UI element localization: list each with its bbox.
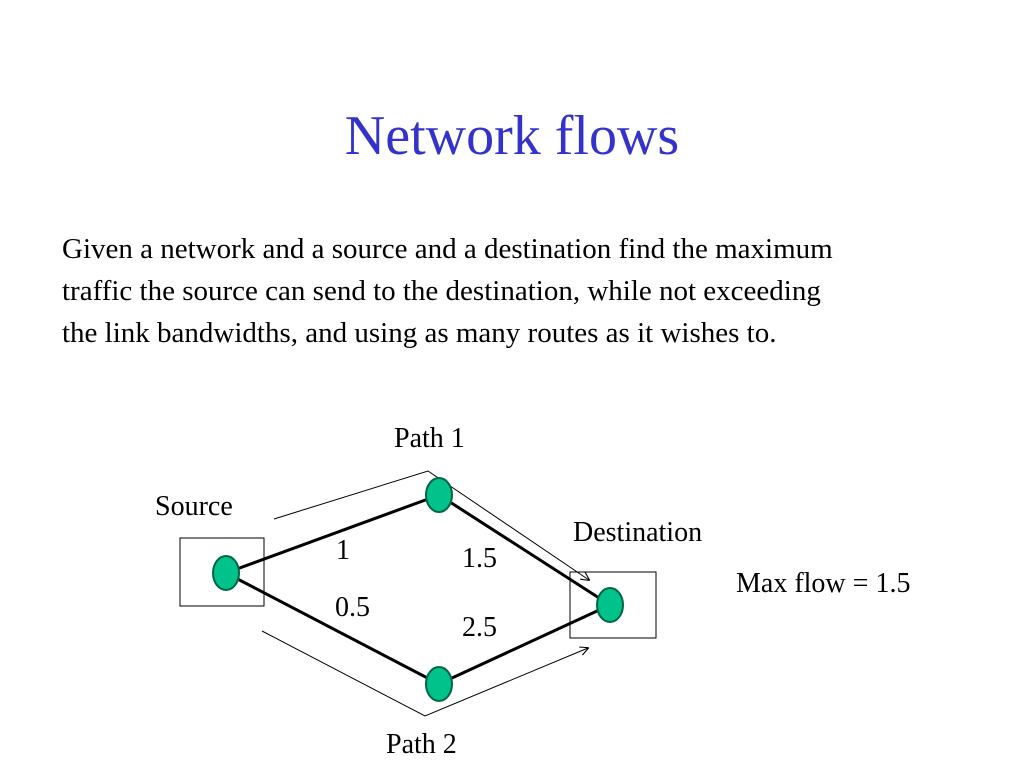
path2-label: Path 2: [386, 729, 457, 760]
path1-node: [425, 477, 453, 513]
path1-arrow: [273, 470, 589, 580]
edge-label-source-top: 1: [336, 535, 350, 566]
path1-label: Path 1: [394, 423, 465, 454]
source-node: [212, 555, 240, 591]
destination-box: [569, 571, 657, 639]
edge-label-source-bottom: 0.5: [335, 592, 370, 623]
edge-label-top-destination: 1.5: [462, 543, 497, 574]
edge-top-destination: [438, 493, 611, 607]
source-box: [179, 537, 265, 607]
edge-source-top: [225, 493, 440, 575]
path2-arrow: [261, 630, 588, 717]
slide-title: Network flows: [344, 105, 680, 167]
source-label: Source: [155, 491, 233, 522]
slide-body: Given a network and a source and a desti…: [62, 228, 1002, 354]
edge-bottom-destination: [438, 603, 611, 686]
path2-node: [425, 666, 453, 702]
body-line-1: Given a network and a source and a desti…: [62, 233, 833, 265]
edge-label-bottom-destination: 2.5: [462, 612, 497, 643]
body-line-2: traffic the source can send to the desti…: [62, 275, 821, 307]
destination-node: [596, 587, 624, 623]
destination-label: Destination: [573, 517, 702, 548]
body-line-3: the link bandwidths, and using as many r…: [62, 317, 777, 349]
max-flow-label: Max flow = 1.5: [736, 568, 910, 599]
edge-source-bottom: [225, 571, 440, 686]
